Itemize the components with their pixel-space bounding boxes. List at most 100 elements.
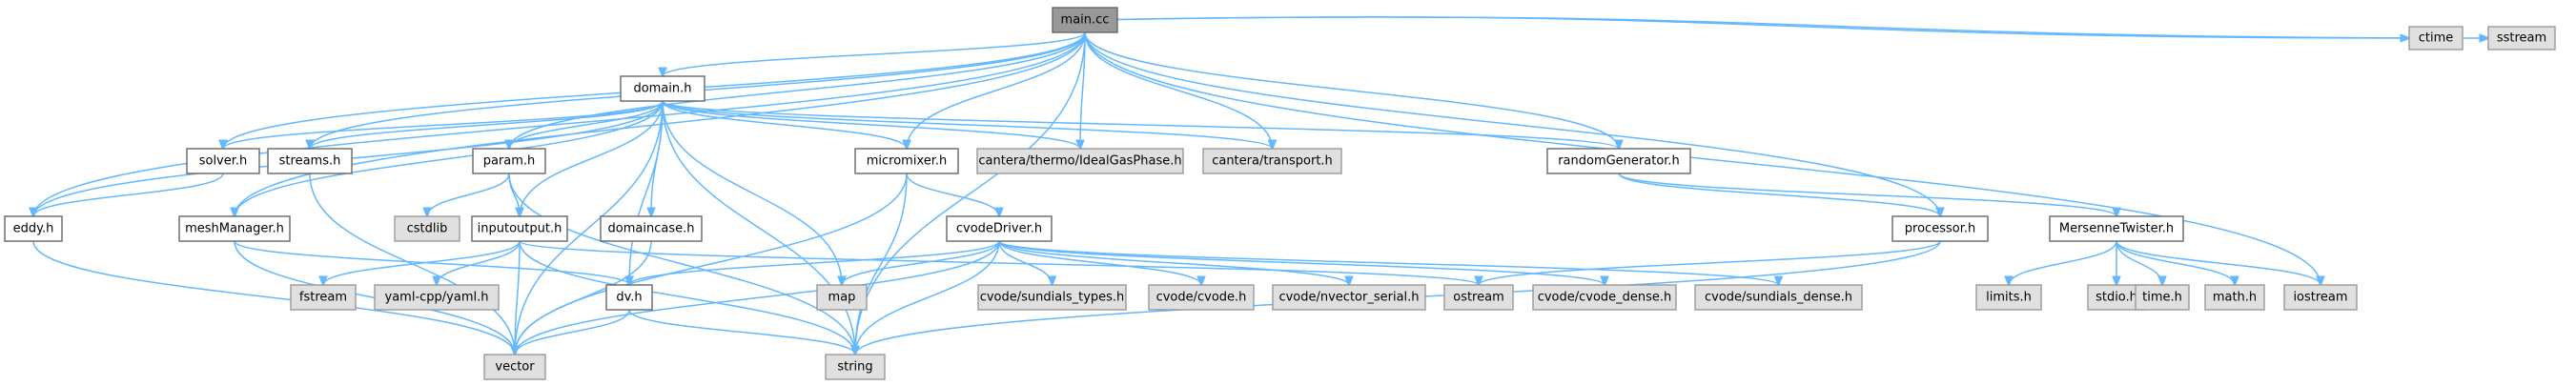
node-domaincase-h[interactable]: domaincase.h: [600, 215, 703, 242]
edge-param-h-to-string: [508, 173, 855, 355]
node-label: string: [837, 360, 872, 375]
node-label: cstdlib: [407, 222, 448, 236]
edge-mersennetwister-h-to-iostream: [2116, 240, 2320, 285]
node-box: [600, 215, 703, 242]
node-box: [2487, 26, 2556, 51]
node-box: [2408, 26, 2464, 51]
edge-cvodedriver-h-to-cvode-cvode-dense-h: [998, 240, 1605, 285]
node-limits-h: limits.h: [1975, 284, 2042, 311]
node-mersennetwister-h[interactable]: MersenneTwister.h: [2049, 215, 2184, 242]
node-box: [977, 284, 1127, 311]
node-label: randomGenerator.h: [1558, 154, 1680, 169]
node-label: vector: [495, 360, 535, 375]
node-cvodedriver-h[interactable]: cvodeDriver.h: [946, 215, 1053, 242]
edge-param-h-to-inputoutput-h: [508, 173, 520, 216]
node-label: cantera/thermo/IdealGasPhase.h: [978, 154, 1181, 169]
edge-main-cc-to-sstream: [1084, 16, 2488, 38]
node-streams-h[interactable]: streams.h: [267, 148, 353, 174]
node-label: cvode/sundials_types.h: [980, 291, 1125, 305]
node-domain-h[interactable]: domain.h: [620, 75, 705, 102]
edge-inputoutput-h-to-string: [519, 240, 855, 355]
edge-solver-h-to-eddy-h: [33, 173, 224, 216]
edge-cvodedriver-h-to-string: [855, 240, 1000, 355]
node-box: [471, 215, 568, 242]
node-box: [186, 148, 260, 174]
edge-processor-h-to-ostream: [1479, 240, 1941, 285]
node-box: [472, 148, 546, 174]
edge-cvodedriver-h-to-cvode-cvode-h: [998, 240, 1201, 285]
edge-main-cc-to-cantera-thermo-idealgasphase-h: [1080, 31, 1086, 149]
node-box: [1272, 284, 1426, 311]
edge-meshmanager-h-to-dv-h: [234, 240, 629, 285]
edge-dv-h-to-vector: [515, 309, 630, 355]
node-solver-h[interactable]: solver.h: [186, 148, 260, 174]
edge-cvodedriver-h-to-cvode-sundials-types-h: [998, 240, 1053, 285]
node-label: eddy.h: [13, 222, 54, 236]
node-inputoutput-h[interactable]: inputoutput.h: [471, 215, 568, 242]
edge-cvodedriver-h-to-vector: [515, 240, 1000, 355]
node-box: [1052, 7, 1118, 33]
edge-cvodedriver-h-to-dv-h: [629, 240, 1000, 285]
node-label: ostream: [1453, 291, 1504, 305]
node-label: processor.h: [1905, 222, 1975, 236]
node-main-cc[interactable]: main.cc: [1052, 7, 1118, 33]
node-box: [946, 215, 1053, 242]
node-cvode-nvector-serial-h: cvode/nvector_serial.h: [1272, 284, 1426, 311]
node-label: limits.h: [1986, 291, 2032, 305]
node-cvode-cvode-dense-h: cvode/cvode_dense.h: [1532, 284, 1677, 311]
node-processor-h[interactable]: processor.h: [1891, 215, 1989, 242]
edge-domain-h-to-solver-h: [223, 100, 664, 149]
edge-micromixer-h-to-string: [855, 173, 908, 355]
node-randomgenerator-h[interactable]: randomGenerator.h: [1546, 148, 1691, 174]
edge-main-cc-to-randomgenerator-h: [1084, 31, 1619, 149]
node-label: domaincase.h: [608, 222, 695, 236]
node-map: map: [816, 284, 868, 311]
node-box: [1694, 284, 1863, 311]
node-label: time.h: [2142, 291, 2182, 305]
node-label: cvode/cvode.h: [1156, 291, 1247, 305]
node-param-h[interactable]: param.h: [472, 148, 546, 174]
node-ctime: ctime: [2408, 26, 2464, 51]
node-label: streams.h: [279, 154, 341, 169]
edge-domain-h-to-dv-h: [629, 100, 664, 285]
edge-main-cc-to-param-h: [509, 31, 1086, 149]
node-iostream: iostream: [2283, 284, 2358, 311]
node-label: MersenneTwister.h: [2059, 222, 2174, 236]
node-time-h: time.h: [2135, 284, 2190, 311]
node-box: [267, 148, 353, 174]
node-label: main.cc: [1061, 13, 1110, 28]
edge-randomgenerator-h-to-processor-h: [1618, 173, 1940, 216]
edge-param-h-to-cstdlib: [427, 173, 510, 216]
node-label: cvode/nvector_serial.h: [1278, 291, 1419, 305]
edge-randomgenerator-h-to-mersennetwister-h: [1618, 173, 2116, 216]
edge-inputoutput-h-to-yaml-cpp-yaml-h: [437, 240, 521, 285]
node-label: fstream: [299, 291, 347, 305]
node-label: ctime: [2419, 31, 2454, 46]
edge-main-cc-to-eddy-h: [33, 31, 1086, 216]
node-meshmanager-h[interactable]: meshManager.h: [178, 215, 291, 242]
edge-mersennetwister-h-to-time-h: [2116, 240, 2162, 285]
edge-cvodedriver-h-to-cvode-sundials-dense-h: [998, 240, 1779, 285]
edge-domain-h-to-inputoutput-h: [520, 100, 664, 216]
node-cantera-transport-h: cantera/transport.h: [1202, 148, 1342, 174]
node-eddy-h[interactable]: eddy.h: [4, 215, 63, 242]
edge-domain-h-to-map: [662, 100, 842, 285]
node-micromixer-h[interactable]: micromixer.h: [854, 148, 959, 174]
node-box: [2135, 284, 2190, 311]
node-box: [4, 215, 63, 242]
node-box: [825, 354, 886, 380]
node-dv-h[interactable]: dv.h: [605, 284, 653, 311]
node-box: [1443, 284, 1514, 311]
node-label: iostream: [2293, 291, 2347, 305]
node-cvode-sundials-types-h: cvode/sundials_types.h: [977, 284, 1127, 311]
edge-inputoutput-h-to-ostream: [519, 240, 1479, 285]
node-box: [2204, 284, 2265, 311]
edge-main-cc-to-ctime: [1084, 16, 2409, 38]
node-label: yaml-cpp/yaml.h: [385, 291, 489, 305]
node-label: cvodeDriver.h: [956, 222, 1042, 236]
edge-main-cc-to-iostream: [1084, 31, 2320, 285]
edge-eddy-h-to-vector: [32, 240, 515, 355]
node-cantera-thermo-idealgasphase-h: cantera/thermo/IdealGasPhase.h: [976, 148, 1184, 174]
node-label: cvode/sundials_dense.h: [1705, 291, 1852, 305]
edge-domain-h-to-micromixer-h: [662, 100, 907, 149]
